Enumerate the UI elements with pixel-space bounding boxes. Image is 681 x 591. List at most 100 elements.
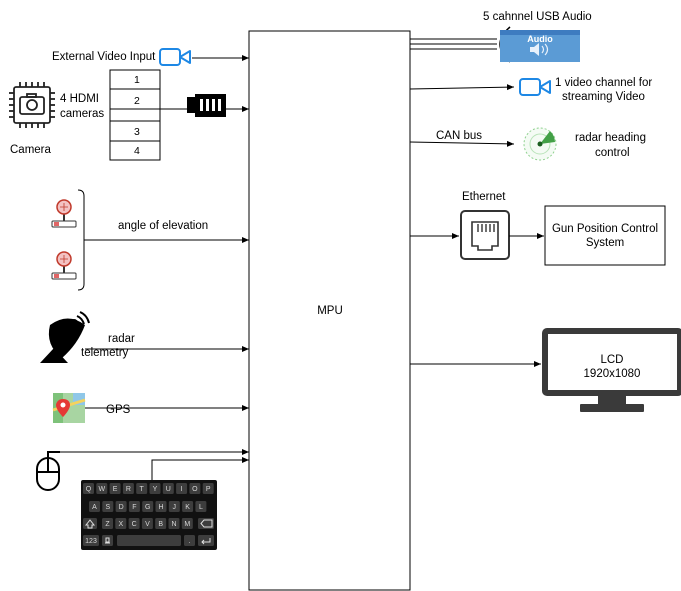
joystick-bracket <box>77 189 85 291</box>
joystick-icon <box>51 251 77 280</box>
port-1: 1 <box>134 74 140 86</box>
keyboard-key-label: O <box>192 486 198 493</box>
map-pin-icon <box>52 393 86 423</box>
mic-icon <box>105 537 110 544</box>
keyboard-key-label: R <box>126 486 131 493</box>
keyboard-key <box>168 501 180 512</box>
keyboard-key-label: T <box>140 486 145 493</box>
satellite-dish-icon <box>40 311 90 363</box>
port-2: 2 <box>134 95 140 107</box>
radar-heading-line1: radar heading <box>575 132 646 144</box>
keyboard-key-label: Y <box>153 486 158 493</box>
keyboard-key <box>149 483 161 494</box>
can-bus-label: CAN bus <box>436 130 482 142</box>
keyboard-key-label: J <box>173 504 177 511</box>
keyboard-key-label: M <box>184 521 190 528</box>
keyboard-key <box>102 501 114 512</box>
shift-icon <box>84 519 96 529</box>
lcd-label-line1: LCD <box>600 354 623 366</box>
mic-key <box>102 535 113 546</box>
ethernet-label: Ethernet <box>462 191 506 203</box>
keyboard-key <box>142 501 154 512</box>
numbers-key <box>83 535 99 546</box>
audio-badge-label: Audio <box>527 34 553 44</box>
keyboard-key <box>83 483 94 494</box>
mpu-label: MPU <box>317 305 343 317</box>
space-key <box>117 535 181 546</box>
usb-audio-label: 5 cahnnel USB Audio <box>483 11 592 23</box>
keyboard-key-label: B <box>158 521 163 528</box>
hdmi-port-table: 1 2 3 4 <box>109 69 161 161</box>
keyboard-key <box>155 518 167 529</box>
keyboard-key-label: Q <box>86 486 92 493</box>
hdmi-plug-icon <box>187 94 226 117</box>
video-out-connector <box>409 84 515 91</box>
keyboard-key-label: A <box>92 504 97 511</box>
keyboard-key <box>122 483 134 494</box>
keyboard-key-label: D <box>119 504 124 511</box>
keyboard-key <box>136 483 148 494</box>
gps-label: GPS <box>106 404 131 416</box>
keyboard-key-label: F <box>132 504 136 511</box>
keyboard-key-label: P <box>206 486 211 493</box>
video-channel-line2: streaming Video <box>562 91 645 103</box>
keyboard-key-label: S <box>105 504 110 511</box>
shift-key <box>83 518 97 529</box>
monitor-icon <box>542 328 681 412</box>
keyboard-key-label: U <box>166 486 171 493</box>
keyboard-key-label: K <box>185 504 190 511</box>
keyboard-key <box>115 518 127 529</box>
keyboard-key <box>89 501 100 512</box>
speaker-icon: Audio <box>500 30 580 62</box>
camera-chip-icon <box>9 82 55 128</box>
keyboard-key <box>189 483 201 494</box>
angle-label: angle of elevation <box>118 220 208 232</box>
keyboard-key <box>162 483 174 494</box>
gun-control-line2: System <box>586 237 624 249</box>
dot-key-label: . <box>189 538 191 545</box>
enter-icon <box>201 538 211 545</box>
radar-telemetry-line1: radar <box>108 333 135 345</box>
keyboard-key <box>195 501 207 512</box>
keyboard-key-label: I <box>181 486 183 493</box>
keyboard-key <box>141 518 153 529</box>
keyboard-connector <box>151 457 249 480</box>
keyboard-key-label: X <box>118 521 123 528</box>
keyboard-key-label: W <box>98 486 105 493</box>
keyboard-key <box>168 518 180 529</box>
keyboard-key-label: C <box>132 521 137 528</box>
hdmi-label-line2: cameras <box>60 108 104 120</box>
radar-icon <box>523 127 557 161</box>
keyboard-key <box>115 501 127 512</box>
keyboard-key <box>202 483 214 494</box>
camera-label: Camera <box>10 144 52 156</box>
keyboard-key-label: H <box>158 504 163 511</box>
keyboard-key <box>102 518 113 529</box>
radar-heading-line2: control <box>595 147 630 159</box>
numbers-key-label: 123 <box>85 538 97 545</box>
video-camera-icon <box>159 48 191 66</box>
backspace-key <box>198 518 214 529</box>
backspace-icon <box>200 519 213 528</box>
keyboard-key-label: G <box>145 504 150 511</box>
can-bus-connector <box>409 140 515 147</box>
keyboard-key <box>182 501 194 512</box>
lcd-label-line2: 1920x1080 <box>584 368 641 380</box>
keyboard-key <box>96 483 108 494</box>
keyboard-key-label: Z <box>105 521 110 528</box>
keyboard-key-label: V <box>145 521 150 528</box>
dot-key <box>184 535 195 546</box>
keyboard-key <box>128 501 140 512</box>
keyboard-key-label: L <box>199 504 203 511</box>
mouse-icon <box>36 451 60 491</box>
keyboard-key <box>155 501 167 512</box>
enter-key <box>198 535 214 546</box>
radar-telemetry-line2: telemetry <box>81 347 129 359</box>
keyboard-key <box>109 483 121 494</box>
mpu-box <box>248 30 411 591</box>
video-camera-icon <box>519 78 551 96</box>
gun-control-line1: Gun Position Control <box>552 223 658 235</box>
